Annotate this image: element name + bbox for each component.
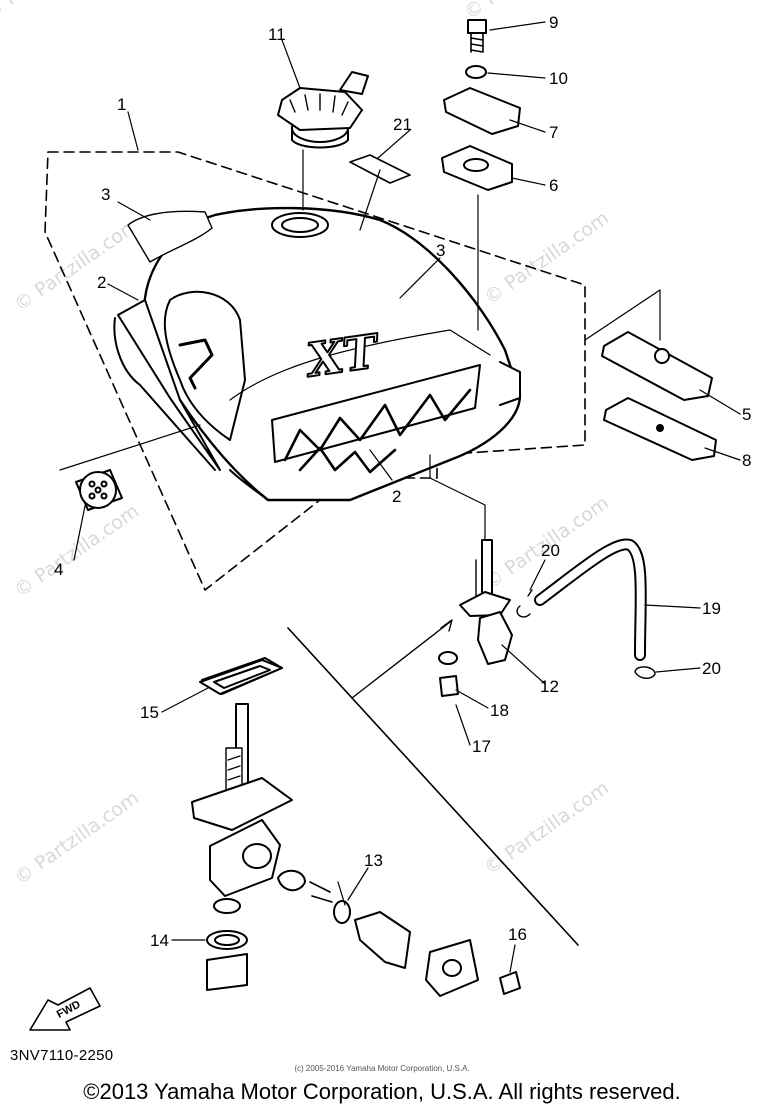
watermark-text: © Partzilla.com <box>10 787 143 889</box>
watermark-text: © Partzilla.com <box>480 777 613 879</box>
callout-6: 6 <box>549 176 558 195</box>
bolt-9 <box>467 19 487 53</box>
callout-11: 11 <box>268 25 286 44</box>
tank-label-3 <box>127 210 213 263</box>
callout-19: 19 <box>702 599 721 618</box>
watermark-text: © Partzilla.com <box>10 500 143 602</box>
callout-3: 3 <box>436 241 445 260</box>
clip-20a <box>516 589 533 618</box>
bracket-5 <box>601 331 713 401</box>
assembly-dashed-outline <box>44 151 586 591</box>
fuel-cock-assembly-small <box>438 539 513 697</box>
drawing-code: 3NV7110-2250 <box>10 1047 114 1064</box>
tank-logo: XT <box>301 323 384 387</box>
callout-1: 1 <box>117 95 126 114</box>
callout-20: 20 <box>541 541 560 560</box>
callout-14: 14 <box>150 931 169 950</box>
plate-7 <box>443 87 521 135</box>
leader-lines <box>73 21 741 973</box>
clip-20b <box>634 666 656 679</box>
callout-8: 8 <box>742 451 751 470</box>
watermark-text: © Partzilla.com <box>0 0 113 24</box>
fuel-tank <box>113 206 522 502</box>
washer-10 <box>465 65 487 79</box>
callout-20: 20 <box>702 659 721 678</box>
main-copyright: ©2013 Yamaha Motor Corporation, U.S.A. A… <box>83 1079 681 1104</box>
callout-2: 2 <box>97 273 106 292</box>
callout-labels: 1 2 2 3 3 4 5 6 7 8 9 10 11 12 13 14 15 … <box>54 13 751 950</box>
callout-7: 7 <box>549 123 558 142</box>
callout-17: 17 <box>472 737 491 756</box>
small-copyright: (c) 2005-2016 Yamaha Motor Corporation, … <box>294 1064 470 1073</box>
callout-3: 3 <box>101 185 110 204</box>
callout-15: 15 <box>140 703 159 722</box>
callout-12: 12 <box>540 677 559 696</box>
damper-4 <box>75 469 123 511</box>
gasket-15 <box>199 659 283 695</box>
callout-21: 21 <box>393 115 412 134</box>
callout-4: 4 <box>54 560 63 579</box>
gasket-21 <box>349 154 411 184</box>
fuel-cap <box>277 71 369 149</box>
callout-10: 10 <box>549 69 568 88</box>
fwd-arrow <box>29 987 101 1031</box>
callout-13: 13 <box>364 851 383 870</box>
callout-16: 16 <box>508 925 527 944</box>
callout-2: 2 <box>392 487 401 506</box>
exploded-boundary <box>287 627 579 946</box>
callout-9: 9 <box>549 13 558 32</box>
callout-18: 18 <box>490 701 509 720</box>
fuel-cock-exploded <box>191 657 521 997</box>
callout-5: 5 <box>742 405 751 424</box>
